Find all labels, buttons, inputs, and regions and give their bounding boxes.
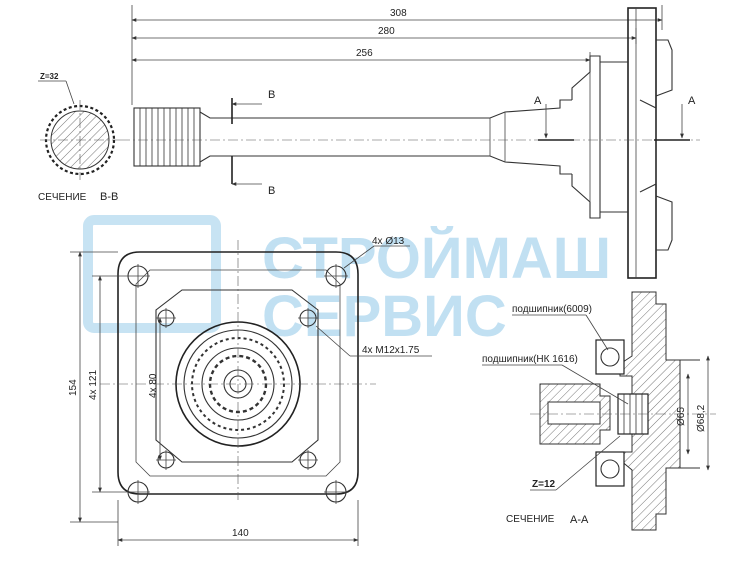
section-b-marker: B B (231, 89, 275, 197)
watermark-line1: СТРОЙМАШ (262, 226, 611, 291)
section-aa-letters: A-A (570, 514, 589, 526)
dim-4x121: 4x 121 (88, 370, 99, 400)
dim-280: 280 (378, 26, 395, 37)
label-a-left: A (534, 95, 542, 107)
dim-bore-68: Ø68,2 (696, 404, 707, 432)
dim-bore-65: Ø65 (676, 407, 687, 426)
dim-256: 256 (356, 48, 373, 59)
section-aa-dimensions: Ø65 Ø68,2 подшипник(6009) подшипник(НК 1… (482, 304, 710, 491)
label-a-right: A (688, 95, 696, 107)
callout-bearing-nk: подшипник(НК 1616) (482, 354, 578, 365)
callout-bearing-6009: подшипник(6009) (512, 304, 592, 315)
flange-front-view (100, 240, 376, 504)
z32-label: Z=32 (40, 72, 59, 81)
dim-308: 308 (390, 8, 407, 19)
shaft-side-view (120, 7, 700, 279)
dim-140: 140 (232, 528, 249, 539)
dim-hole-13: 4x Ø13 (372, 236, 405, 247)
front-dimensions: 154 4x 121 4x 80 140 4x Ø13 4x M12x1.75 (68, 236, 432, 546)
watermark: СТРОЙМАШ СЕРВИС (83, 215, 611, 349)
watermark-line2: СЕРВИС (262, 284, 507, 349)
top-dimensions: 308 280 256 (131, 5, 663, 105)
label-b-bottom: B (268, 185, 275, 197)
section-aa-title: СЕЧЕНИЕ (506, 514, 555, 525)
dim-154: 154 (68, 379, 79, 396)
section-bb-letters: B-B (100, 191, 118, 203)
z12-label: Z=12 (532, 479, 556, 490)
dim-m12: 4x M12x1.75 (362, 345, 420, 356)
label-b-top: B (268, 89, 275, 101)
section-bb: Z=32 СЕЧЕНИЕ B-B (38, 72, 120, 203)
dim-4x80: 4x 80 (148, 373, 159, 398)
section-a-marker: A A (534, 95, 696, 141)
section-bb-title: СЕЧЕНИЕ (38, 192, 87, 203)
section-aa (530, 291, 716, 531)
